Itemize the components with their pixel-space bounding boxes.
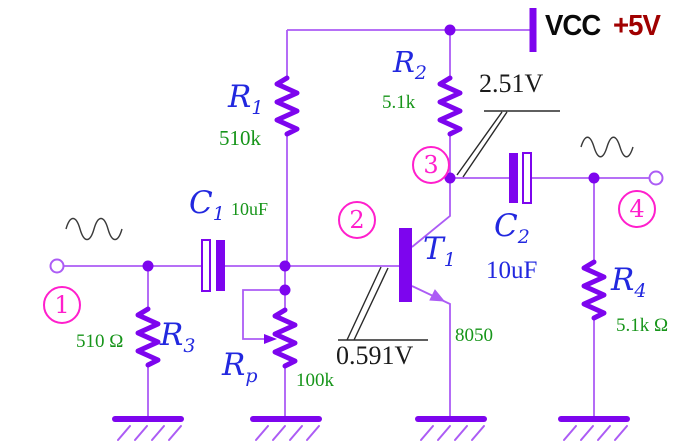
sine-wave-icon-output xyxy=(580,136,634,158)
voltage-probe-collector xyxy=(456,110,560,178)
junction-dot xyxy=(279,284,291,296)
rp-subscript: p xyxy=(245,365,258,387)
node-1-number: 1 xyxy=(54,291,70,319)
r3-subscript: 3 xyxy=(183,335,196,357)
rp-label: Rp xyxy=(222,350,258,386)
emitter-arrow xyxy=(429,289,446,302)
node-4-number: 4 xyxy=(629,195,645,223)
rp-wiper-wire xyxy=(242,289,285,340)
rp-value: 100k xyxy=(296,370,334,391)
r1-letter: R xyxy=(228,79,252,115)
t1-subscript: 1 xyxy=(443,249,456,271)
node-4-badge: 4 xyxy=(618,190,656,228)
ground-symbol xyxy=(558,416,630,441)
r2-letter: R xyxy=(393,45,415,79)
t1-value: 8050 xyxy=(455,325,493,346)
capacitor-c2-symbol xyxy=(509,152,532,204)
junction-dot xyxy=(588,172,600,184)
collector-wire xyxy=(411,178,451,248)
ground-symbol xyxy=(415,416,487,441)
output-terminal xyxy=(648,170,664,186)
vcc-label: VCC xyxy=(545,10,601,42)
r4-label: R4 xyxy=(611,265,646,301)
emitter-wire xyxy=(411,285,451,417)
node-3-number: 3 xyxy=(423,151,439,179)
input-terminal xyxy=(49,258,65,274)
potentiometer-rp-symbol xyxy=(272,307,298,369)
potentiometer-wiper-arrow xyxy=(264,334,277,344)
r4-value: 5.1k Ω xyxy=(616,315,669,336)
transistor-t1-symbol xyxy=(399,228,446,302)
r1-subscript: 1 xyxy=(251,97,264,119)
sine-wave-icon-input xyxy=(65,217,123,241)
r2-label: R2 xyxy=(393,48,427,83)
c2-subscript: 2 xyxy=(517,226,530,248)
r2-value: 5.1k xyxy=(382,92,416,113)
junction-dot xyxy=(142,260,154,272)
ground-symbol xyxy=(112,416,184,441)
junction-dot xyxy=(444,172,456,184)
t1-letter: T xyxy=(423,231,444,267)
r3-value: 510 Ω xyxy=(76,331,124,352)
node-2-number: 2 xyxy=(349,206,365,234)
c1-label: C1 xyxy=(189,188,225,224)
voltage-probe-base xyxy=(338,266,428,341)
c1-letter: C xyxy=(189,185,213,221)
node-2-badge: 2 xyxy=(338,201,376,239)
node-3-badge: 3 xyxy=(412,146,450,184)
ground-symbol xyxy=(250,416,322,441)
base-voltage-annotation: 0.591V xyxy=(336,341,414,370)
t1-label: T1 xyxy=(423,234,456,270)
r4-subscript: 4 xyxy=(634,280,647,302)
node-1-badge: 1 xyxy=(43,286,81,324)
junction-dot xyxy=(444,24,456,36)
collector-voltage-annotation: 2.51V xyxy=(479,69,544,98)
c2-label: C2 xyxy=(494,211,530,247)
wires xyxy=(64,29,650,417)
r4-letter: R xyxy=(611,262,635,298)
r3-label: R3 xyxy=(160,320,195,356)
resistor-r3-symbol xyxy=(135,306,161,368)
c1-subscript: 1 xyxy=(212,203,225,225)
r3-letter: R xyxy=(160,317,184,353)
resistor-r4-symbol xyxy=(581,259,607,321)
ground-symbols xyxy=(112,416,630,441)
vcc-value: +5V xyxy=(613,10,661,42)
r1-label: R1 xyxy=(228,82,263,118)
resistor-r2-symbol xyxy=(437,75,463,137)
capacitor-c1-symbol xyxy=(201,239,225,292)
junction-dots xyxy=(142,24,600,296)
junction-dot xyxy=(279,260,291,272)
c1-value: 10uF xyxy=(231,199,269,219)
resistor-r1-symbol xyxy=(274,75,300,137)
c2-value: 10uF xyxy=(486,257,538,284)
rp-letter: R xyxy=(222,347,246,383)
r2-subscript: 2 xyxy=(414,62,427,84)
r1-value: 510k xyxy=(219,126,261,150)
c2-letter: C xyxy=(494,208,518,244)
